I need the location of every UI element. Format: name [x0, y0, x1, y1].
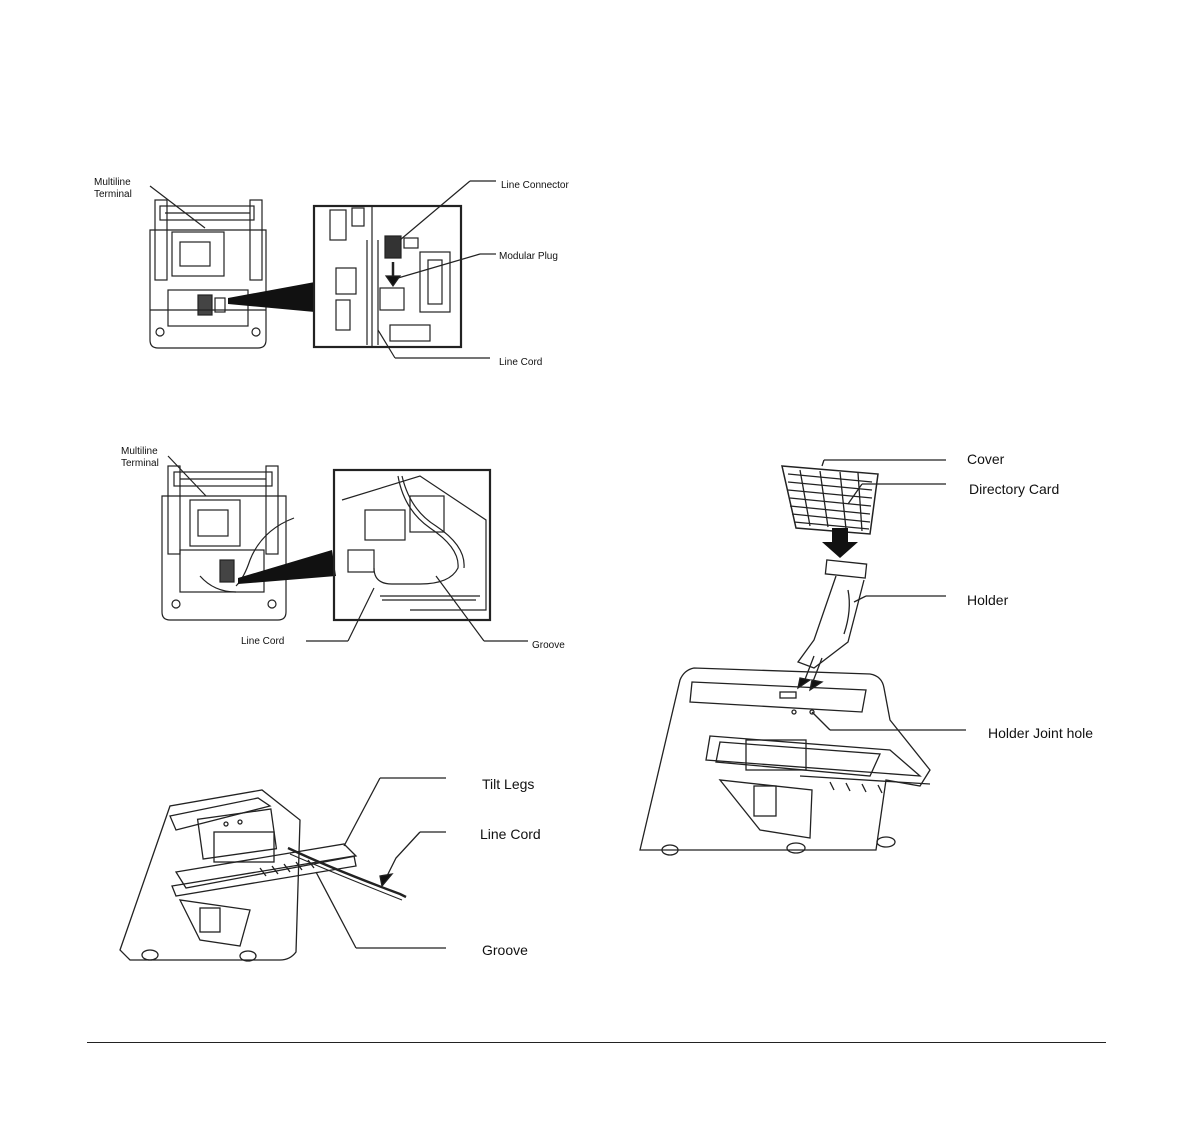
- footer-rule: [87, 1042, 1106, 1043]
- label-line-cord-2: Line Cord: [241, 636, 284, 648]
- label-multiline-terminal-2: Multiline Terminal: [121, 446, 159, 469]
- label-cover: Cover: [967, 451, 1004, 467]
- figure-line-cord-groove: Multiline Terminal Line Cord Groove: [0, 400, 600, 660]
- label-holder-joint-hole: Holder Joint hole: [988, 725, 1093, 741]
- figure-1-drawing: [0, 0, 600, 400]
- figure-directory-card-holder: Cover Directory Card Holder Holder Joint…: [600, 430, 1192, 870]
- figure-line-connector: Multiline Terminal Line Connector Modula…: [0, 0, 600, 400]
- label-line-connector: Line Connector: [501, 180, 569, 192]
- label-holder: Holder: [967, 592, 1008, 608]
- label-line-cord-3: Line Cord: [480, 826, 541, 842]
- label-directory-card: Directory Card: [969, 481, 1059, 497]
- label-line-cord: Line Cord: [499, 357, 542, 369]
- label-tilt-legs: Tilt Legs: [482, 776, 534, 792]
- figure-4-drawing: [600, 430, 1192, 870]
- label-multiline-terminal: Multiline Terminal: [94, 177, 132, 200]
- label-groove-3: Groove: [482, 942, 528, 958]
- figure-2-drawing: [0, 400, 600, 660]
- figure-tilt-legs: Tilt Legs Line Cord Groove: [0, 740, 600, 980]
- label-groove-2: Groove: [532, 640, 565, 652]
- label-modular-plug: Modular Plug: [499, 251, 558, 263]
